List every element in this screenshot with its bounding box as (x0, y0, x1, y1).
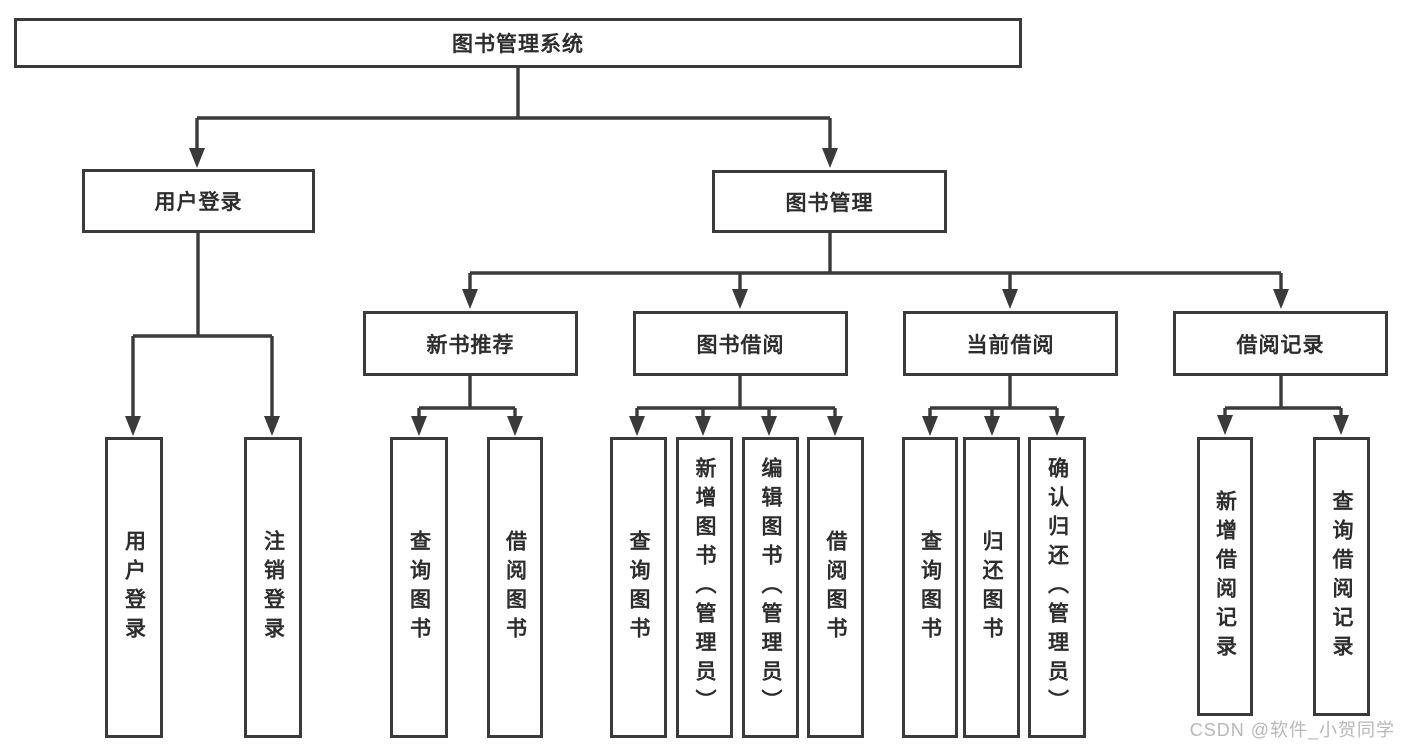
node-leaf-borrow-books: 借阅图书 (807, 437, 864, 738)
node-leaf-add-borrow-record: 新增借阅记录 (1197, 437, 1253, 716)
node-leaf-query-books-current: 查询图书 (902, 437, 958, 738)
node-leaf-return-books: 归还图书 (963, 437, 1020, 738)
node-leaf-user-login: 用户登录 (105, 437, 163, 738)
node-leaf-add-book-admin: 新增图书（管理员） (676, 437, 733, 738)
node-leaf-borrow-books-recommend: 借阅图书 (487, 437, 543, 738)
node-new-book-recommend: 新书推荐 (363, 311, 578, 376)
node-current-borrowing: 当前借阅 (903, 311, 1118, 376)
node-book-borrowing: 图书借阅 (633, 311, 848, 376)
node-root-system: 图书管理系统 (14, 18, 1022, 68)
node-leaf-logout: 注销登录 (244, 437, 302, 738)
node-borrow-records: 借阅记录 (1173, 311, 1388, 376)
csdn-watermark: CSDN @软件_小贺同学 (1189, 720, 1395, 740)
node-user-login-branch: 用户登录 (82, 169, 315, 233)
node-leaf-query-books-borrowing: 查询图书 (610, 437, 667, 738)
node-leaf-query-books-recommend: 查询图书 (390, 437, 448, 738)
node-leaf-confirm-return-admin: 确认归还（管理员） (1028, 437, 1086, 738)
node-leaf-query-borrow-record: 查询借阅记录 (1313, 437, 1370, 716)
node-book-management-branch: 图书管理 (712, 170, 947, 233)
node-leaf-edit-book-admin: 编辑图书（管理员） (742, 437, 799, 738)
